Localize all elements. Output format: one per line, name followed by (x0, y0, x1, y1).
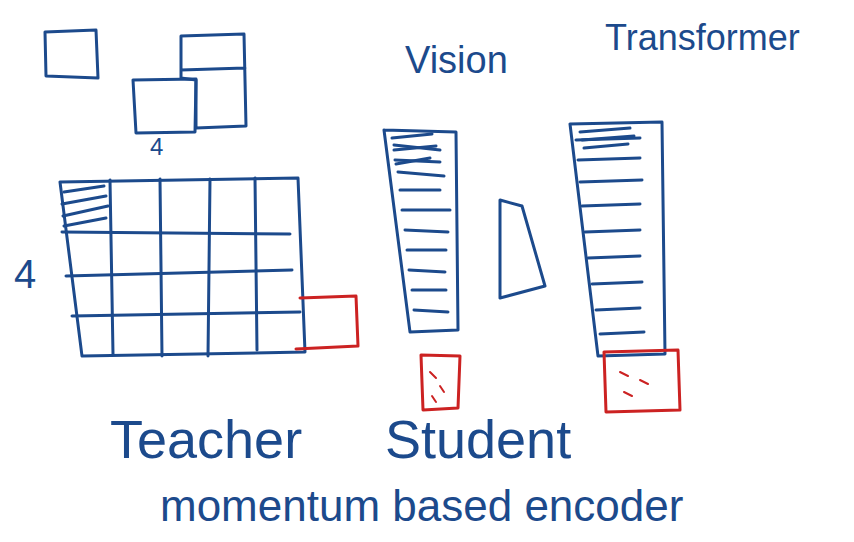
class-token (296, 296, 358, 349)
note-text: momentum based encoder (160, 482, 683, 530)
heading-word: Transformer (605, 18, 800, 58)
patch-grid (60, 178, 305, 356)
grid-lines (62, 232, 300, 316)
token-fill (620, 372, 648, 396)
transformer-block (500, 200, 545, 298)
token-column (570, 122, 665, 356)
dimension-label: 4 (150, 134, 163, 160)
dimension-label: 4 (14, 252, 36, 296)
heading-word: Vision (405, 40, 508, 82)
patch-pieces (181, 34, 246, 128)
patch-pieces (133, 79, 196, 133)
token-lines (394, 145, 450, 312)
note-word: Student (385, 410, 571, 469)
hatch (580, 128, 634, 148)
class-token (421, 355, 460, 410)
grid-lines (110, 178, 257, 356)
token-lines (576, 138, 644, 334)
patch-square (45, 30, 98, 78)
class-token (604, 350, 680, 412)
token-fill (430, 372, 444, 402)
hatch (62, 186, 108, 226)
note-word: Teacher (110, 410, 302, 469)
hatch (392, 134, 436, 164)
token-column (384, 130, 458, 332)
